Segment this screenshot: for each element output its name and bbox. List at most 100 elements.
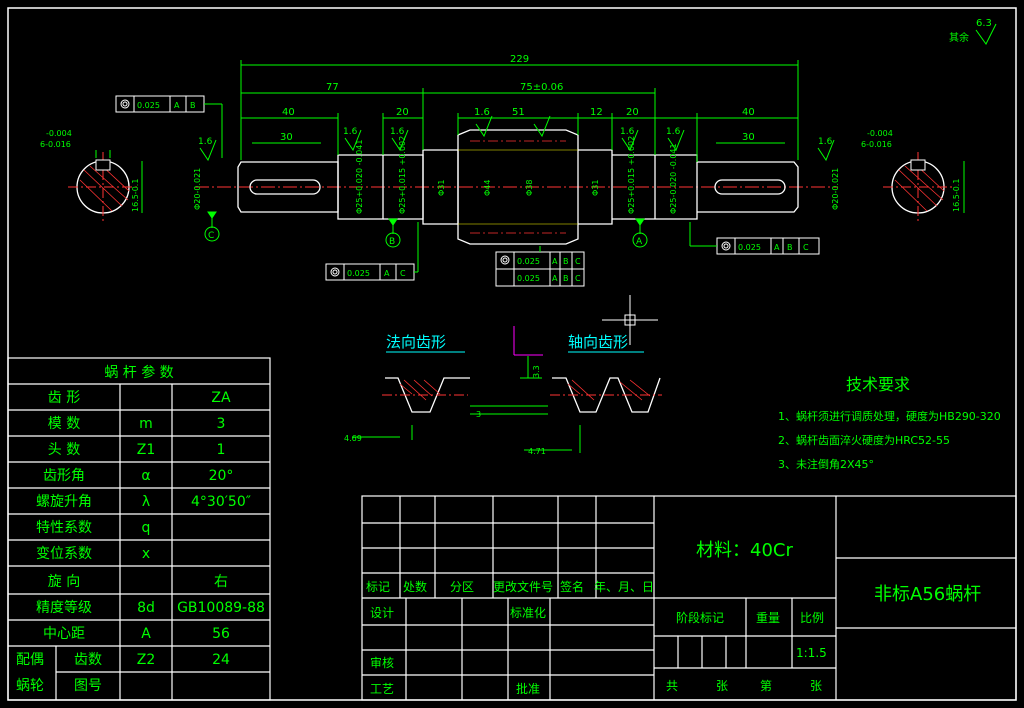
profile-dim-3-3: 3.3 xyxy=(532,365,541,378)
dim-75: 75±0.06 xyxy=(520,82,563,93)
scale-value: 1:1.5 xyxy=(796,646,827,660)
param-name: 模 数 xyxy=(48,416,80,432)
mate-param-value: 24 xyxy=(212,652,230,668)
param-symbol: Z1 xyxy=(137,442,156,458)
param-symbol: q xyxy=(142,520,151,536)
tol-datum-4c: C xyxy=(575,274,581,283)
param-name: 齿 形 xyxy=(48,390,80,406)
datum-a: A xyxy=(636,237,643,247)
tol-datum-3a: A xyxy=(552,257,558,266)
param-table-title: 蜗 杆 参 数 xyxy=(104,364,173,381)
dim-dia20-left: Φ20-0.021 xyxy=(193,168,202,210)
param-value: 1 xyxy=(217,442,226,458)
roughness-1-6-e: 1.6 xyxy=(666,127,681,137)
dim-30-right: 30 xyxy=(742,132,755,143)
dim-overall-length: 229 xyxy=(510,54,529,65)
dim-40-right: 40 xyxy=(742,107,755,118)
process-label: 工艺 xyxy=(370,682,394,696)
dim-dia25-020: Φ25+0.020 -0.041 xyxy=(355,140,364,214)
mate-param-symbol: Z2 xyxy=(137,652,156,668)
roughness-1-6-c: 1.6 xyxy=(390,127,405,137)
param-name: 头 数 xyxy=(48,442,80,458)
key-tol-bot-right: 6-0.016 xyxy=(861,140,892,149)
normal-profile-title: 法向齿形 xyxy=(386,333,446,351)
param-symbol: m xyxy=(139,416,153,432)
param-value: 56 xyxy=(212,626,230,642)
title-block xyxy=(361,495,1017,701)
param-name: 齿形角 xyxy=(43,468,85,484)
dim-dia25-015: Φ25+0.015 +0.002 xyxy=(398,136,407,214)
dim-40-left: 40 xyxy=(282,107,295,118)
standard-label: 标准化 xyxy=(510,606,546,620)
datum-b: B xyxy=(389,237,395,247)
key-depth-left: 16.5-0.1 xyxy=(131,179,140,212)
mate-param-name: 图号 xyxy=(74,678,102,694)
tol-datum-5c: C xyxy=(803,243,809,252)
param-symbol: 8d xyxy=(137,600,155,616)
tooth-profiles: 法向齿形 轴向齿形 3 3.3 4.69 4.71 xyxy=(344,295,662,456)
dim-dia44: Φ44 xyxy=(483,180,492,196)
hdr-signature: 签名 xyxy=(560,579,584,594)
hdr-date: 年、月、日 xyxy=(594,580,654,594)
design-label: 设计 xyxy=(370,606,394,620)
diameter-labels: Φ20-0.021 Φ25+0.020 -0.041 Φ25+0.015 +0.… xyxy=(193,136,840,214)
tol-value-5: 0.025 xyxy=(738,243,761,252)
title-block-text: 材料：40Cr 非标A56蜗杆 标记 处数 分区 更改文件号 签名 年、月、日 … xyxy=(366,540,981,696)
sheets-unit-b: 张 xyxy=(810,679,822,693)
roughness-1-6-d: 1.6 xyxy=(620,127,635,137)
datum-c: C xyxy=(208,231,214,241)
sheets-current: 第 xyxy=(760,679,772,693)
sheets-unit-a: 张 xyxy=(716,679,728,693)
profile-dim-3: 3 xyxy=(476,410,481,419)
tol-datum-2b: C xyxy=(400,269,406,278)
datum-markers xyxy=(204,211,648,248)
tolerance-frames xyxy=(115,95,820,287)
param-name: 精度等级 xyxy=(36,599,92,616)
param-name: 螺旋升角 xyxy=(36,494,92,510)
scale-label: 比例 xyxy=(800,611,824,625)
dim-dia31-right: Φ31 xyxy=(591,180,600,196)
tech-item-3: 3、未注倒角2X45° xyxy=(778,457,874,471)
profile-dim-469: 4.69 xyxy=(344,434,362,443)
review-label: 审核 xyxy=(370,655,394,670)
weight-label: 重量 xyxy=(756,611,780,625)
profile-dim-471: 4.71 xyxy=(528,447,546,456)
roughness-1-6-f: 1.6 xyxy=(818,137,833,147)
dim-30-left: 30 xyxy=(280,132,293,143)
dim-dia25-015-right: Φ25+0.015 +0.002 xyxy=(627,136,636,214)
param-value: 3 xyxy=(217,416,226,432)
key-tol-top-right: -0.004 xyxy=(867,129,893,138)
param-name: 旋 向 xyxy=(48,574,80,590)
worm-shaft xyxy=(195,129,838,245)
tech-title: 技术要求 xyxy=(846,375,910,394)
key-depth-right: 16.5-0.1 xyxy=(952,179,961,212)
tol-datum-1a: A xyxy=(174,101,180,110)
param-symbol: x xyxy=(142,546,150,562)
roughness-value: 6.3 xyxy=(976,18,992,29)
roughness-symbol: 6.3 其余 xyxy=(949,18,997,45)
param-name: 特性系数 xyxy=(36,520,92,536)
param-value: ZA xyxy=(211,390,231,406)
roughness-1-6-a: 1.6 xyxy=(198,137,213,147)
param-value: 20° xyxy=(209,468,234,484)
axial-profile-title: 轴向齿形 xyxy=(568,333,628,351)
dim-20-right: 20 xyxy=(626,107,639,118)
datum-letters: C B A xyxy=(208,231,643,247)
mate-param-name: 齿数 xyxy=(74,652,102,668)
approve-label: 批准 xyxy=(516,681,540,696)
mate-label-a: 配偶 xyxy=(16,652,44,668)
tolerance-texts: 0.025 A B 0.025 A C 0.025 A B C 0.025 A … xyxy=(137,101,809,283)
tol-datum-5a: A xyxy=(774,243,780,252)
param-symbol: λ xyxy=(142,494,150,510)
hdr-count: 处数 xyxy=(403,579,427,594)
dim-51: 51 xyxy=(512,107,525,118)
dim-dia38: Φ38 xyxy=(525,180,534,196)
dim-dia20-right: Φ20-0.021 xyxy=(831,168,840,210)
param-symbol: α xyxy=(141,468,150,484)
param-symbol: A xyxy=(141,626,151,642)
dim-dia31-left: Φ31 xyxy=(437,180,446,196)
left-key-section: -0.004 6-0.016 16.5-0.1 xyxy=(40,129,143,222)
part-name: 非标A56蜗杆 xyxy=(874,584,981,605)
